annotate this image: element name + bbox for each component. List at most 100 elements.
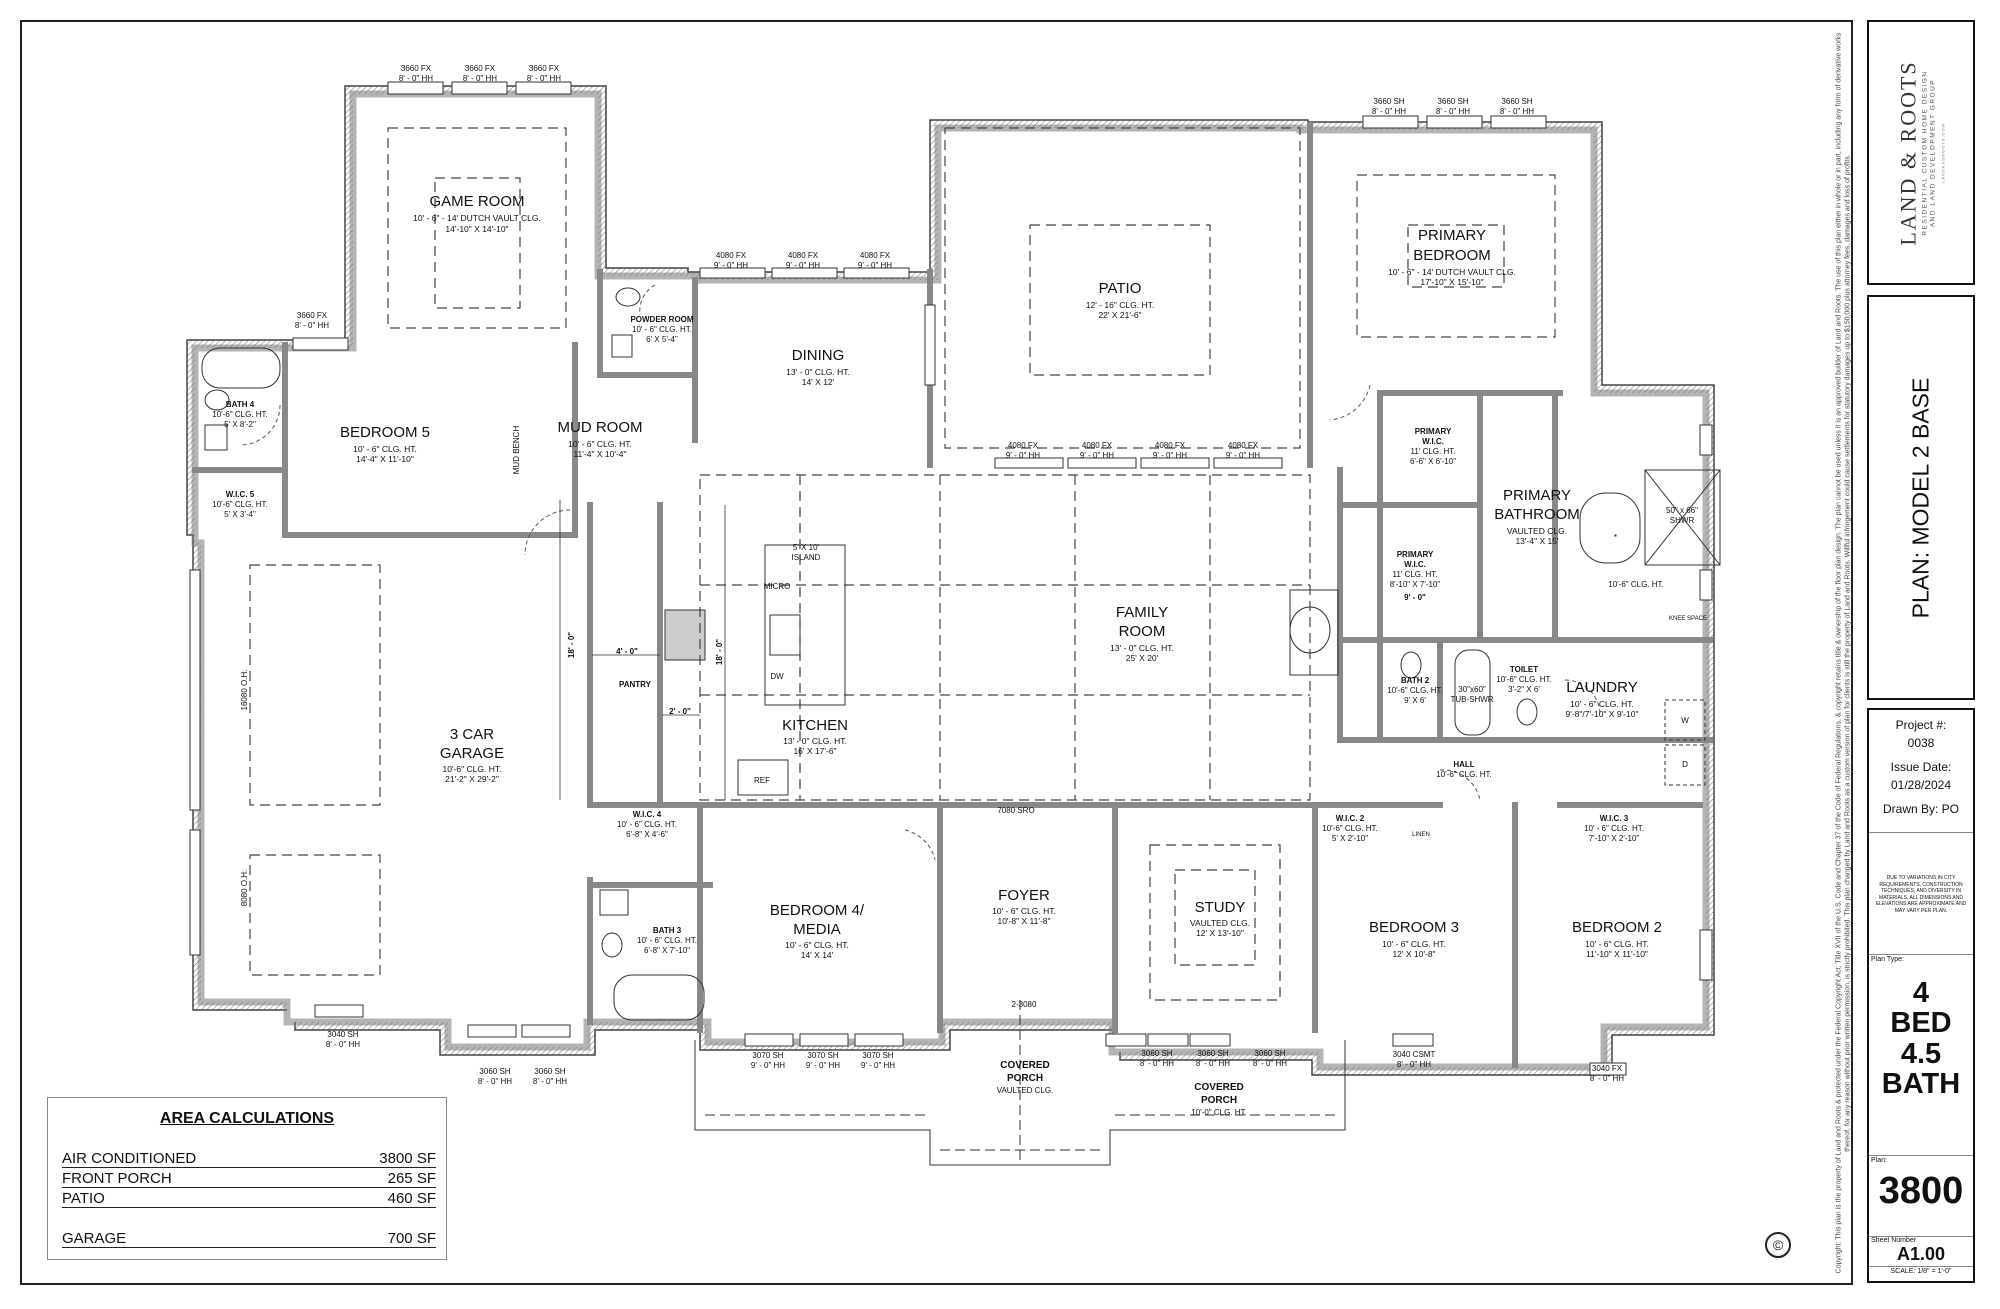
family-room-size: 25' X 20'	[1125, 653, 1159, 663]
toilet-room-label: TOILET	[1509, 665, 1539, 674]
bedroom5-label: BEDROOM 5	[339, 424, 431, 441]
bath3-size: 6'-8" X 7'-10"	[643, 946, 691, 955]
wic5-label: W.I.C. 5	[225, 490, 255, 499]
patio-label: PATIO	[1098, 280, 1142, 297]
linen-label: LINEN	[1412, 832, 1430, 838]
primary-bath-vanity-ceiling: 10'-6" CLG. HT.	[1608, 580, 1664, 589]
bath2-tub-size: 30"x60"	[1458, 685, 1486, 694]
game-room-label: GAME ROOM	[429, 193, 525, 210]
covered-porch-right-ceiling: 10'-0" CLG. HT.	[1191, 1108, 1247, 1117]
primary-wic2-label-1: PRIMARY	[1396, 550, 1434, 559]
island-size: 5' X 10'	[792, 543, 820, 552]
bedroom3-size: 12' X 10'-8"	[1392, 949, 1436, 959]
bath4-ceiling: 10'-6" CLG. HT.	[212, 410, 268, 419]
primary-bedroom-label-2: BEDROOM	[1413, 247, 1491, 264]
powder-room-label: POWDER ROOM	[630, 315, 694, 324]
garage-ceiling: 10'-6" CLG. HT.	[442, 764, 502, 774]
plan-number: 3800	[1878, 1170, 1964, 1212]
primary-wic2-ceiling: 11' CLG. HT.	[1392, 570, 1438, 579]
bath2-label: BATH 2	[1400, 676, 1430, 685]
project-info-block: Project #: 0038 Issue Date: 01/28/2024 D…	[1867, 708, 1975, 1283]
study-label: STUDY	[1194, 899, 1246, 916]
firm-logo-block: LAND & ROOTS RESIDENTIAL CUSTOM HOME DES…	[1867, 20, 1975, 285]
plan-type-beds: 4	[1912, 977, 1930, 1009]
door-tag-2-3080: 2-3080	[1011, 1000, 1037, 1009]
study-ceiling: VAULTED CLG.	[1189, 918, 1251, 928]
primary-bedroom-label-1: PRIMARY	[1417, 227, 1487, 244]
primary-wic2-dim: 9' - 0"	[1404, 593, 1426, 602]
bath2-tub-label: TUB-SHWR	[1450, 695, 1494, 704]
study-size: 12' X 13'-10"	[1196, 928, 1244, 938]
wic2-label: W.I.C. 2	[1335, 814, 1365, 823]
firm-name: LAND & ROOTS	[1895, 59, 1921, 246]
bath3-label: BATH 3	[652, 926, 682, 935]
firm-website: LANDANDROOTS.COM	[1940, 122, 1946, 183]
powder-room-size: 6' X 5'-4"	[646, 335, 678, 344]
wic5-ceiling: 10'-6" CLG. HT.	[212, 500, 268, 509]
primary-shower-label: SHWR	[1669, 516, 1695, 525]
drawing-scale: SCALE: 1/8" = 1'-0"	[1890, 1268, 1952, 1275]
sheet-number: A1.00	[1896, 1244, 1946, 1264]
microwave-label: MICRO	[763, 582, 791, 591]
sheet-number-label: Sheet Number	[1871, 1237, 1917, 1244]
bedroom5-ceiling: 10' - 6" CLG. HT.	[353, 444, 417, 454]
drawing-sheet-border	[20, 20, 1853, 1285]
dining-ceiling: 13' - 0" CLG. HT.	[786, 367, 850, 377]
drawn-by: Drawn By: PO	[1882, 802, 1960, 816]
covered-porch-center-label-1: COVERED	[1000, 1060, 1050, 1071]
primary-wic2-label-2: W.I.C.	[1404, 560, 1426, 569]
island-label: ISLAND	[791, 553, 821, 562]
wic4-size: 6'-8" X 4'-6"	[626, 830, 668, 839]
plan-type-baths: 4.5	[1900, 1037, 1942, 1070]
game-room-size: 14'-10" X 14'-10"	[445, 224, 509, 234]
dryer-label: D	[1682, 760, 1688, 769]
mud-room-size: 11'-4" X 10'-4"	[573, 449, 627, 459]
kitchen-dim-18: 18' - 0"	[715, 638, 725, 666]
primary-wic1-ceiling: 11' CLG. HT.	[1410, 447, 1456, 456]
covered-porch-center-label-2: PORCH	[1006, 1073, 1044, 1084]
plan-type-bath-label: BATH	[1881, 1068, 1961, 1101]
hall-ceiling: 10'-6" CLG. HT.	[1436, 770, 1492, 779]
washer-label: W	[1681, 716, 1689, 725]
covered-porch-center-ceiling: VAULTED CLG.	[996, 1086, 1054, 1095]
firm-tagline-2: AND LAND DEVELOPMENT GROUP	[1929, 78, 1937, 227]
bath2-size: 9' X 6'	[1404, 696, 1426, 705]
foyer-ceiling: 10' - 6" CLG. HT.	[992, 906, 1056, 916]
primary-bathroom-label-1: PRIMARY	[1502, 487, 1572, 504]
hall-label: HALL	[1453, 760, 1475, 769]
door-tag-7080: 7080 SRO	[997, 806, 1035, 815]
wic3-label: W.I.C. 3	[1599, 814, 1629, 823]
bedroom3-ceiling: 10' - 6" CLG. HT.	[1382, 939, 1446, 949]
mud-room-label: MUD ROOM	[557, 419, 643, 436]
primary-wic1-size: 6'-6" X 6'-10"	[1409, 457, 1457, 466]
dining-size: 14' X 12'	[801, 377, 835, 387]
primary-wic2-size: 8'-10" X 7'-10"	[1389, 580, 1441, 589]
plan-title: PLAN: MODEL 2 BASE	[1907, 377, 1934, 618]
bedroom2-ceiling: 10' - 6" CLG. HT.	[1585, 939, 1649, 949]
patio-size: 22' X 21'-6"	[1098, 310, 1142, 320]
refrigerator-label: REF	[754, 776, 770, 785]
kitchen-dim-2: 2' - 0"	[669, 707, 691, 716]
plan-type-bed-label: BED	[1890, 1007, 1952, 1040]
primary-bathroom-size: 13'-4" X 15'	[1515, 536, 1559, 546]
wic4-ceiling: 10' - 6" CLG. HT.	[617, 820, 677, 829]
